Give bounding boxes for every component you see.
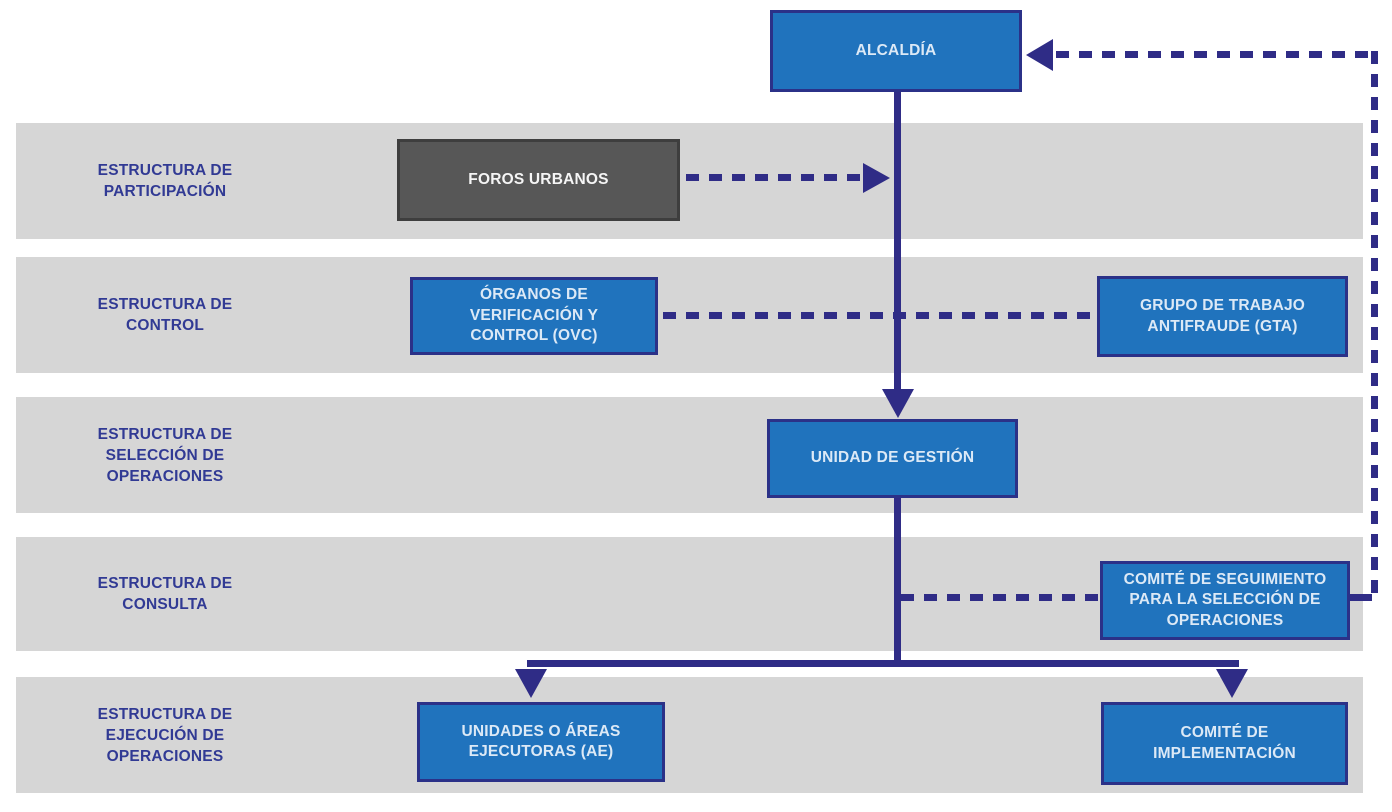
arrowhead-into-comite-implementacion (1216, 669, 1248, 698)
unidad-gestion-label: UNIDAD DE GESTIÓN (810, 449, 975, 467)
unidades-ejecutoras-box: UNIDADES O ÁREAS EJECUTORAS (AE) (417, 702, 665, 782)
band-participacion (16, 123, 1363, 239)
dashed-connector-center-to-comite-seguimiento (901, 594, 1098, 601)
gta-label: GRUPO DE TRABAJO ANTIFRAUDE (GTA) (1139, 297, 1306, 335)
row-label-consulta: ESTRUCTURA DE CONSULTA (97, 575, 233, 613)
unidad-gestion-box: UNIDAD DE GESTIÓN (767, 419, 1018, 498)
unidades-ejecutoras-label: UNIDADES O ÁREAS EJECUTORAS (AE) (461, 722, 621, 760)
arrowhead-into-unidades-ejecutoras (515, 669, 547, 698)
connector-unidad-to-branch-line (894, 497, 901, 664)
dashed-connector-foros-to-center (686, 174, 864, 181)
ovc-label: ÓRGANOS DE VERIFICACIÓN Y CONTROL (OVC) (469, 286, 599, 345)
row-label-control: ESTRUCTURA DE CONTROL (97, 296, 233, 334)
connector-branch-horizontal-line (527, 660, 1239, 667)
dashed-connector-right-vertical (1371, 51, 1378, 597)
comite-seguimiento-box: COMITÉ DE SEGUIMIENTO PARA LA SELECCIÓN … (1100, 561, 1350, 640)
arrowhead-foros-dashed (863, 163, 890, 193)
alcaldia-label: ALCALDÍA (855, 41, 937, 59)
row-label-ejecucion-operaciones: ESTRUCTURA DE EJECUCIÓN DE OPERACIONES (97, 706, 233, 765)
arrowhead-into-unidad-gestion (882, 389, 914, 418)
foros-urbanos-label: FOROS URBANOS (468, 170, 609, 188)
ovc-box: ÓRGANOS DE VERIFICACIÓN Y CONTROL (OVC) (410, 277, 658, 355)
arrowhead-into-alcaldia (1026, 39, 1053, 71)
comite-seguimiento-label: COMITÉ DE SEGUIMIENTO PARA LA SELECCIÓN … (1123, 570, 1327, 629)
dashed-connector-ovc-to-gta (663, 312, 1095, 319)
alcaldia-box: ALCALDÍA (770, 10, 1022, 92)
connector-alcaldia-to-unidad-line (894, 92, 901, 392)
row-label-participacion: ESTRUCTURA DE PARTICIPACIÓN (97, 162, 233, 200)
foros-urbanos-box: FOROS URBANOS (397, 139, 680, 221)
comite-implementacion-box: COMITÉ DE IMPLEMENTACIÓN (1101, 702, 1348, 785)
row-label-seleccion-operaciones: ESTRUCTURA DE SELECCIÓN DE OPERACIONES (97, 426, 233, 485)
comite-implementacion-label: COMITÉ DE IMPLEMENTACIÓN (1153, 724, 1296, 762)
dashed-connector-top-horizontal (1056, 51, 1371, 58)
gta-box: GRUPO DE TRABAJO ANTIFRAUDE (GTA) (1097, 276, 1348, 357)
dashed-stub-comite-seguimiento-right (1350, 594, 1372, 601)
band-seleccion-operaciones (16, 397, 1363, 513)
